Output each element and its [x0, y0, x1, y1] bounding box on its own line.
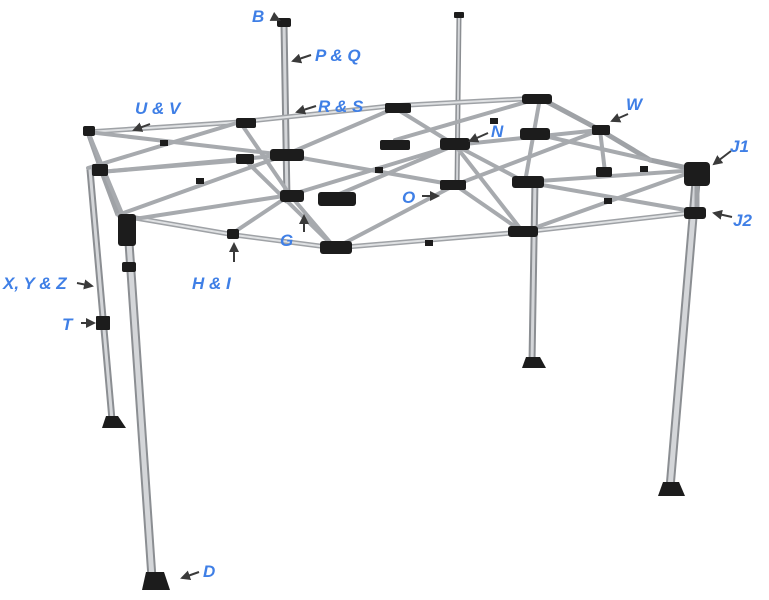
bracket-g [280, 190, 304, 202]
perimeter-back-hi [87, 97, 541, 133]
foot-back-right [522, 357, 546, 368]
arrow-b [269, 11, 281, 21]
truss [538, 133, 652, 162]
bracket-right-inner [520, 128, 550, 140]
joint [640, 166, 648, 172]
label-g: G [280, 231, 293, 250]
truss [328, 143, 457, 200]
label-d: D [203, 562, 215, 581]
truss [288, 143, 457, 197]
feet [102, 357, 685, 590]
corner-bracket-front-left [118, 214, 136, 246]
foot-back-left [102, 416, 126, 428]
truss [393, 96, 542, 142]
label-u-v: U & V [135, 99, 182, 118]
leg-back-right-inner [530, 178, 537, 364]
bracket-o [440, 180, 466, 190]
truss [126, 193, 292, 222]
truss [243, 158, 337, 250]
truss [453, 143, 527, 184]
joint [604, 198, 612, 204]
arrow-d [180, 570, 200, 581]
label-o: O [402, 188, 415, 207]
arrow-u-v [132, 122, 151, 132]
frame-legs [86, 165, 702, 583]
slider-front-left [122, 262, 136, 272]
arrow-n [468, 132, 489, 143]
arrow-w [610, 113, 629, 123]
corner-bracket-back-left [83, 126, 95, 136]
joint [196, 178, 204, 184]
label-r-s: R & S [318, 97, 364, 116]
truss [228, 193, 292, 237]
perimeter-right [538, 95, 700, 212]
bracket-right-front [512, 176, 544, 188]
arrow-j1 [712, 150, 732, 166]
joint [490, 118, 498, 124]
rear-pole-cap [454, 12, 464, 18]
center-pole-inner [282, 22, 289, 202]
truss [98, 158, 247, 174]
joint [425, 240, 433, 246]
bracket-front-mid [320, 241, 352, 254]
joint [375, 167, 383, 173]
arrow-p-q [291, 53, 312, 64]
truss [283, 106, 397, 157]
label-t: T [62, 315, 74, 334]
bracket-left-mid [236, 154, 254, 164]
foot-front-right [658, 482, 685, 496]
arrow-x-y-z [76, 279, 94, 290]
truss [238, 120, 292, 197]
bracket-front-right-mid [508, 226, 538, 237]
label-n: N [491, 122, 504, 141]
hinge-h-i [227, 229, 239, 239]
truss [523, 180, 699, 214]
corner-bracket-j1 [684, 162, 710, 186]
arrow-j2 [712, 209, 733, 220]
bracket-right-side [596, 167, 612, 177]
slider-t [96, 316, 110, 330]
label-j2: J2 [733, 211, 752, 230]
connectors [83, 12, 710, 330]
truss [453, 183, 525, 234]
truss [598, 128, 607, 174]
bracket-back-right [522, 94, 552, 104]
arrow-r-s [295, 104, 317, 115]
leg-back-left-inner [88, 168, 114, 422]
callout-arrows [76, 11, 733, 581]
label-p-q: P & Q [315, 46, 361, 65]
label-h-i: H & I [192, 274, 232, 293]
joint [160, 140, 168, 146]
bracket-center-front [318, 192, 356, 206]
label-b: B [252, 7, 264, 26]
truss [453, 128, 602, 187]
bracket-center-hub [270, 149, 304, 161]
bracket-side-left [92, 164, 108, 176]
truss [116, 153, 287, 217]
label-x-y-z: X, Y & Z [2, 274, 67, 293]
leg-front-right-inner [667, 167, 700, 491]
bracket-w [592, 125, 610, 135]
perimeter-front-hi [117, 211, 698, 250]
foot-d [142, 572, 170, 590]
label-w: W [626, 95, 644, 114]
part-labels: B P & Q R & S U & V W N J1 J2 O G H & I … [2, 7, 752, 581]
truss [453, 143, 525, 234]
truss [86, 130, 287, 157]
leg-front-left-inner [125, 225, 155, 581]
label-j1: J1 [730, 137, 749, 156]
bracket-r-s [236, 118, 256, 128]
bracket-back-mid [385, 103, 411, 113]
slider-j2 [684, 207, 706, 219]
bracket-inner-mid [380, 140, 410, 150]
bracket-n [440, 138, 470, 150]
